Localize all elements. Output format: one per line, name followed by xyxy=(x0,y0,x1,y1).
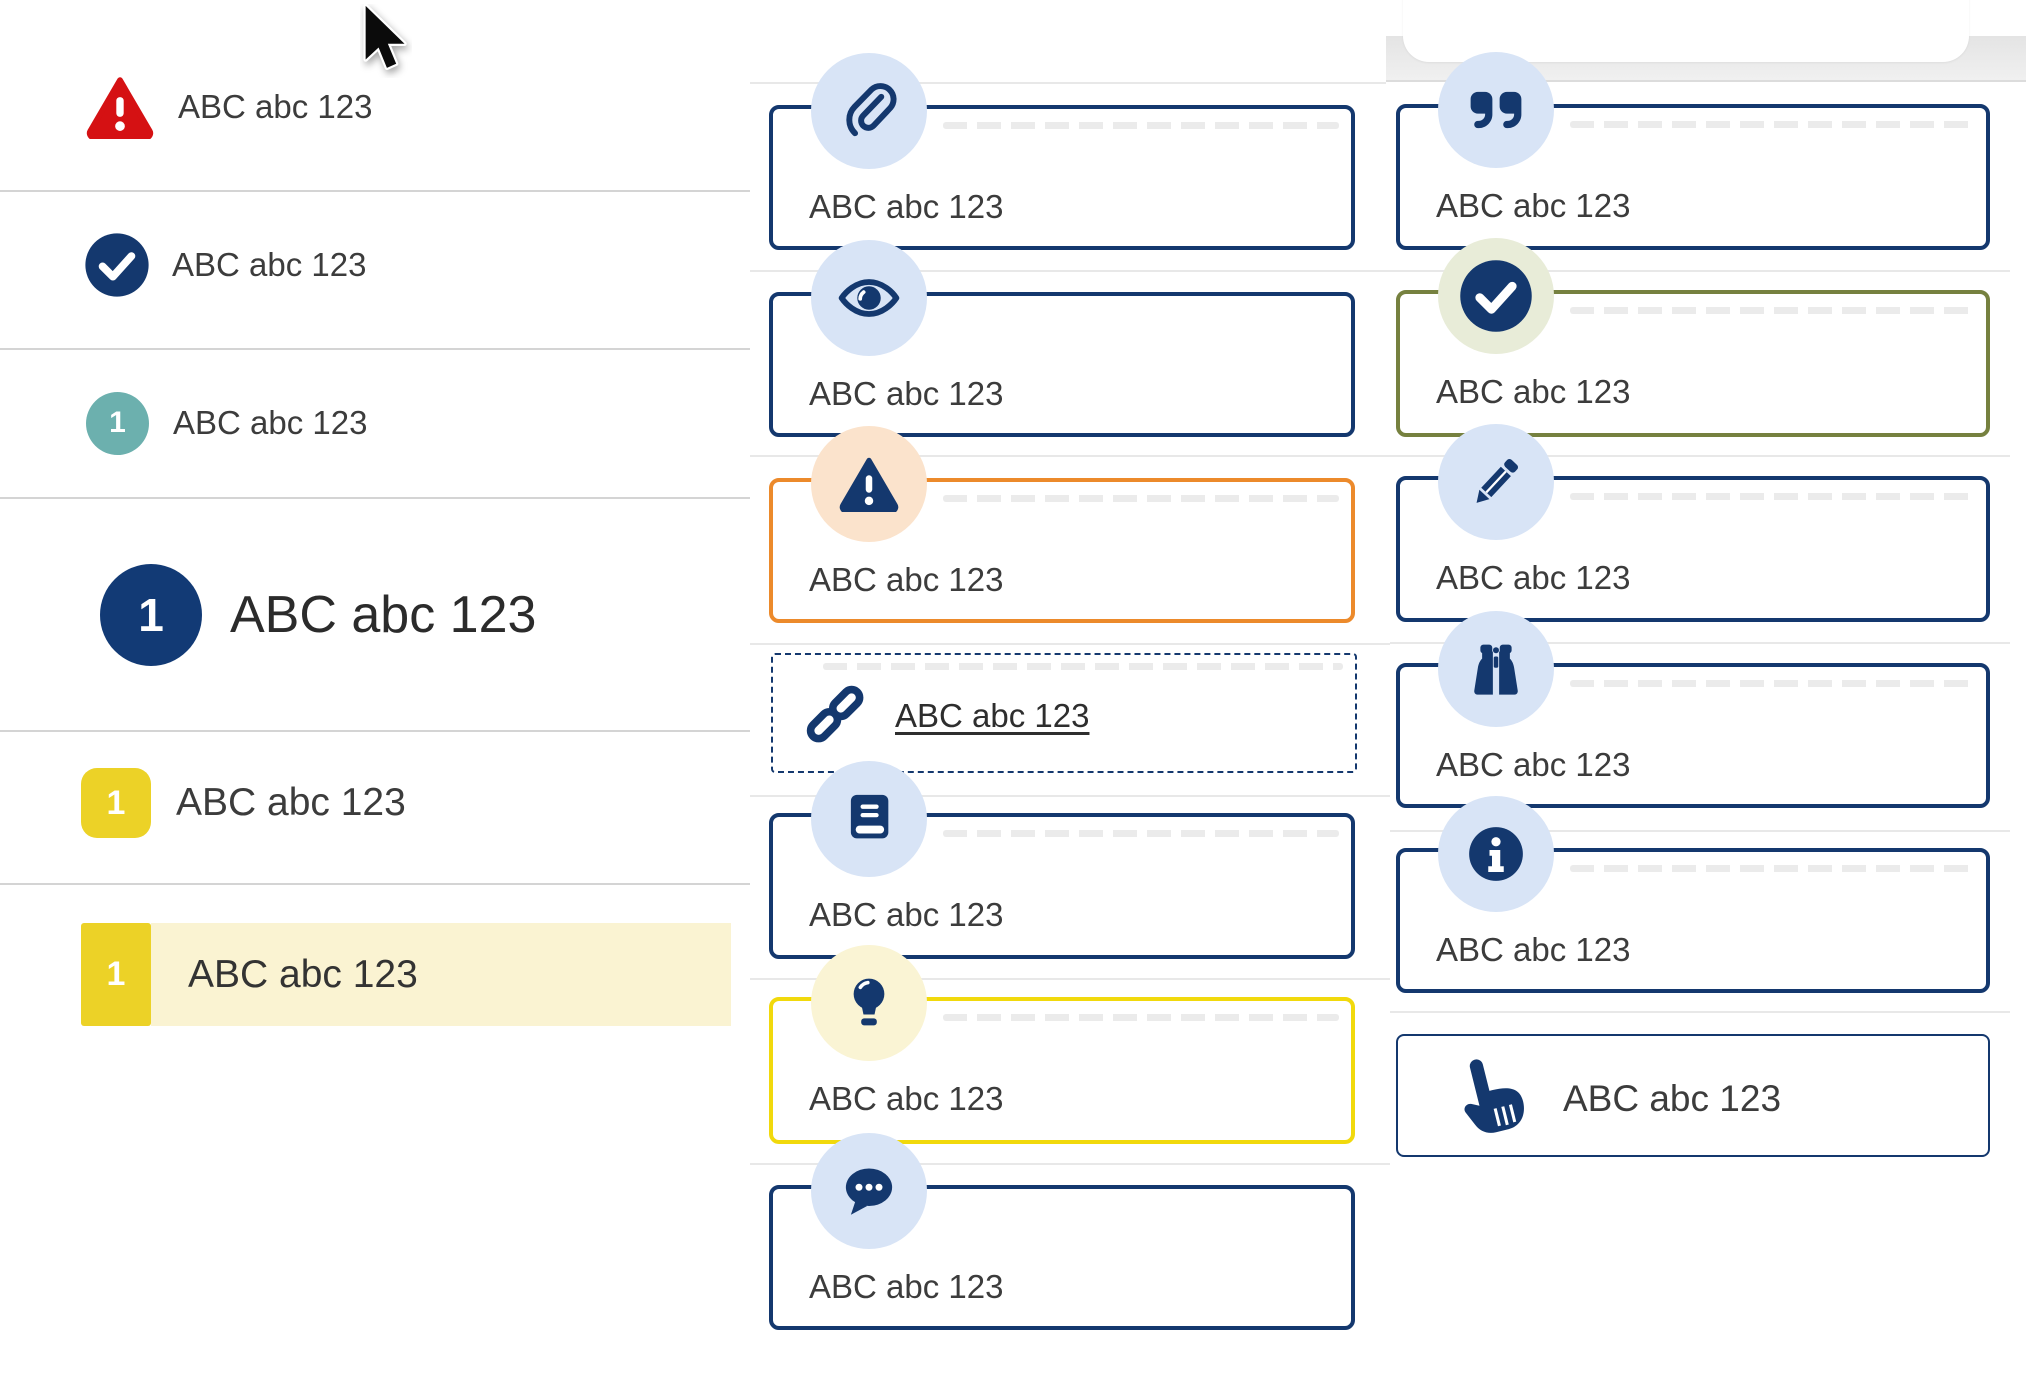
number-badge: 1 xyxy=(81,923,151,1026)
callout-label: ABC abc 123 xyxy=(809,188,1004,225)
check-circle-icon xyxy=(1438,238,1554,354)
list-item-label: ABC abc 123 xyxy=(176,781,406,824)
hairline xyxy=(750,455,1390,457)
callout-label: ABC abc 123 xyxy=(1563,1078,1782,1119)
number-badge-large: 1 xyxy=(100,564,202,666)
list-item-warning: ABC abc 123 xyxy=(0,47,372,167)
hairline xyxy=(1390,270,2010,272)
top-card-bottom xyxy=(1403,0,1969,62)
number-badge: 1 xyxy=(86,391,149,455)
mouse-cursor-icon xyxy=(360,4,412,78)
ghost-text xyxy=(943,122,1339,129)
hairline xyxy=(750,643,1390,645)
callout-label: ABC abc 123 xyxy=(809,896,1004,933)
list-item-label: ABC abc 123 xyxy=(230,586,537,644)
chat-icon xyxy=(811,1133,927,1249)
divider xyxy=(0,348,750,350)
ghost-text xyxy=(943,830,1339,837)
divider xyxy=(0,883,750,885)
divider xyxy=(0,497,750,499)
ghost-text xyxy=(943,495,1339,502)
callout-label: ABC abc 123 xyxy=(809,561,1004,598)
quote-icon xyxy=(1438,52,1554,168)
paperclip-icon xyxy=(811,53,927,169)
pencil-icon xyxy=(1438,424,1554,540)
callout-label: ABC abc 123 xyxy=(1436,746,1631,783)
callout-edit: ABC abc 123 xyxy=(1396,476,1990,622)
list-item-label: ABC abc 123 xyxy=(173,404,368,441)
warning-triangle-icon xyxy=(811,426,927,542)
hairline xyxy=(750,82,1386,84)
callout-label: ABC abc 123 xyxy=(809,1268,1004,1305)
info-icon xyxy=(1438,796,1554,912)
row-highlight xyxy=(151,923,731,1026)
callout-label: ABC abc 123 xyxy=(1436,931,1631,968)
pointing-hand-icon xyxy=(1450,1054,1536,1140)
ghost-text xyxy=(1570,121,1974,128)
binoculars-icon xyxy=(1438,611,1554,727)
list-item-label: ABC abc 123 xyxy=(172,246,367,283)
ghost-text xyxy=(1570,493,1974,500)
hairline xyxy=(1390,455,2010,457)
hairline xyxy=(750,270,1390,272)
divider xyxy=(0,190,750,192)
link-icon xyxy=(800,679,870,749)
list-item-step-yellow: 1 ABC abc 123 xyxy=(0,743,406,863)
hairline xyxy=(1390,642,2010,644)
callout-label: ABC abc 123 xyxy=(1436,559,1631,596)
callout-link: ABC abc 123 xyxy=(771,653,1357,773)
ghost-text xyxy=(1570,680,1974,687)
check-circle-icon xyxy=(84,232,150,298)
hairline xyxy=(1390,830,2010,832)
number-badge: 1 xyxy=(81,768,151,838)
ghost-text xyxy=(943,1014,1339,1021)
callout-label: ABC abc 123 xyxy=(1436,187,1631,224)
callout-label: ABC abc 123 xyxy=(1436,373,1631,410)
warning-triangle-icon xyxy=(86,75,154,139)
callout-action: ABC abc 123 xyxy=(1396,1034,1990,1157)
eye-icon xyxy=(811,240,927,356)
ghost-text xyxy=(1570,865,1974,872)
list-item-step-teal: 1 ABC abc 123 xyxy=(0,363,367,483)
ghost-text xyxy=(823,663,1343,670)
divider xyxy=(0,730,750,732)
lightbulb-icon xyxy=(811,945,927,1061)
list-item-step-yellow-highlight: 1 ABC abc 123 xyxy=(0,923,750,1026)
callout-label: ABC abc 123 xyxy=(809,375,1004,412)
hairline xyxy=(750,1163,1390,1165)
ghost-text xyxy=(1570,307,1974,314)
hairline xyxy=(750,795,1390,797)
list-item-label: ABC abc 123 xyxy=(178,88,373,125)
hairline xyxy=(750,978,1390,980)
list-item-label: ABC abc 123 xyxy=(188,952,418,996)
sample-link[interactable]: ABC abc 123 xyxy=(895,697,1090,734)
list-item-check: ABC abc 123 xyxy=(0,205,366,325)
hairline xyxy=(1390,1011,2010,1013)
callout-label: ABC abc 123 xyxy=(809,1080,1004,1117)
book-icon xyxy=(811,761,927,877)
list-item-step-large: 1 ABC abc 123 xyxy=(0,553,536,677)
